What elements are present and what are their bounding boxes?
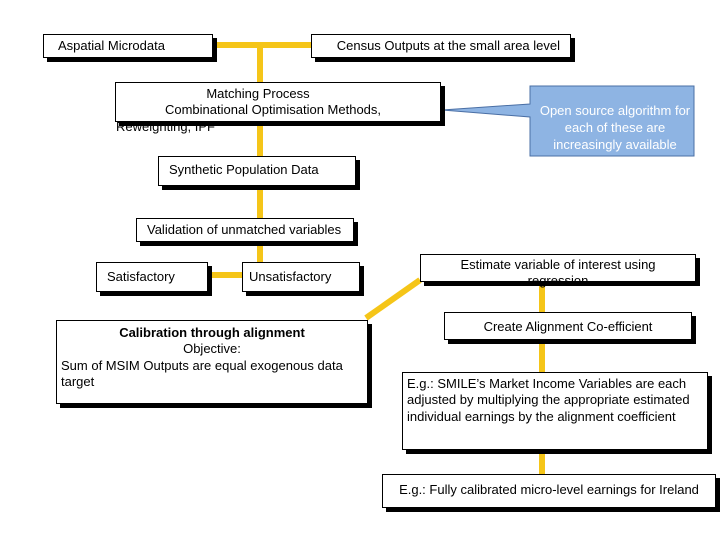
aspatial-microdata-label: Aspatial Microdata: [58, 38, 165, 53]
final-output-box: E.g.: Fully calibrated micro-level earni…: [382, 474, 716, 508]
smile-example-box: E.g.: SMILE’s Market Income Variables ar…: [402, 372, 708, 450]
callout-shape: [441, 85, 695, 157]
synthetic-population-label: Synthetic Population Data: [169, 162, 319, 177]
connector-top-vertical: [257, 42, 263, 82]
connector-satisfactory-unsatisfactory: [206, 272, 244, 278]
validation-box: Validation of unmatched variables: [136, 218, 354, 242]
connector-unsatisfactory-to-estimate: [364, 277, 422, 321]
unsatisfactory-box: Unsatisfactory: [242, 262, 360, 292]
final-output-label: E.g.: Fully calibrated micro-level earni…: [399, 482, 699, 497]
connector-validation-to-split: [257, 242, 263, 262]
census-outputs-box: Census Outputs at the small area level: [311, 34, 571, 58]
satisfactory-box: Satisfactory: [96, 262, 208, 292]
satisfactory-label: Satisfactory: [107, 269, 175, 284]
matching-process-title: Matching Process: [206, 86, 310, 101]
estimate-variable-label: Estimate variable of interest using regr…: [460, 257, 656, 289]
calibration-title: Calibration through alignment: [119, 325, 305, 340]
callout-text: Open source algorithm for each of these …: [539, 103, 691, 152]
validation-label: Validation of unmatched variables: [147, 222, 342, 237]
connector-alignment-to-example: [539, 338, 545, 372]
connector-estimate-to-alignment: [539, 282, 545, 312]
calibration-description: Sum of MSIM Outputs are equal exogenous …: [61, 357, 343, 389]
connector-matching-to-synthetic: [257, 120, 263, 158]
connector-synthetic-to-validation: [257, 186, 263, 220]
alignment-coefficient-label: Create Alignment Co-efficient: [483, 319, 653, 334]
census-outputs-label: Census Outputs at the small area level: [336, 38, 560, 53]
unsatisfactory-label: Unsatisfactory: [249, 269, 332, 284]
synthetic-population-box: Synthetic Population Data: [158, 156, 356, 186]
estimate-variable-box: Estimate variable of interest using regr…: [420, 254, 696, 288]
smile-example-label: E.g.: SMILE’s Market Income Variables ar…: [407, 376, 690, 424]
alignment-coefficient-box: Create Alignment Co-efficient: [444, 312, 692, 340]
matching-process-reweighting: Reweighting, IPF: [116, 118, 215, 134]
aspatial-microdata-box: Aspatial Microdata: [43, 34, 213, 58]
matching-process-box: Matching Process Combinational Optimisat…: [115, 82, 441, 134]
matching-process-methods: Combinational Optimisation Methods,: [164, 102, 382, 118]
calibration-box: Calibration through alignment Objective:…: [56, 320, 368, 404]
calibration-objective: Objective:: [183, 341, 241, 357]
connector-example-to-final: [539, 450, 545, 476]
